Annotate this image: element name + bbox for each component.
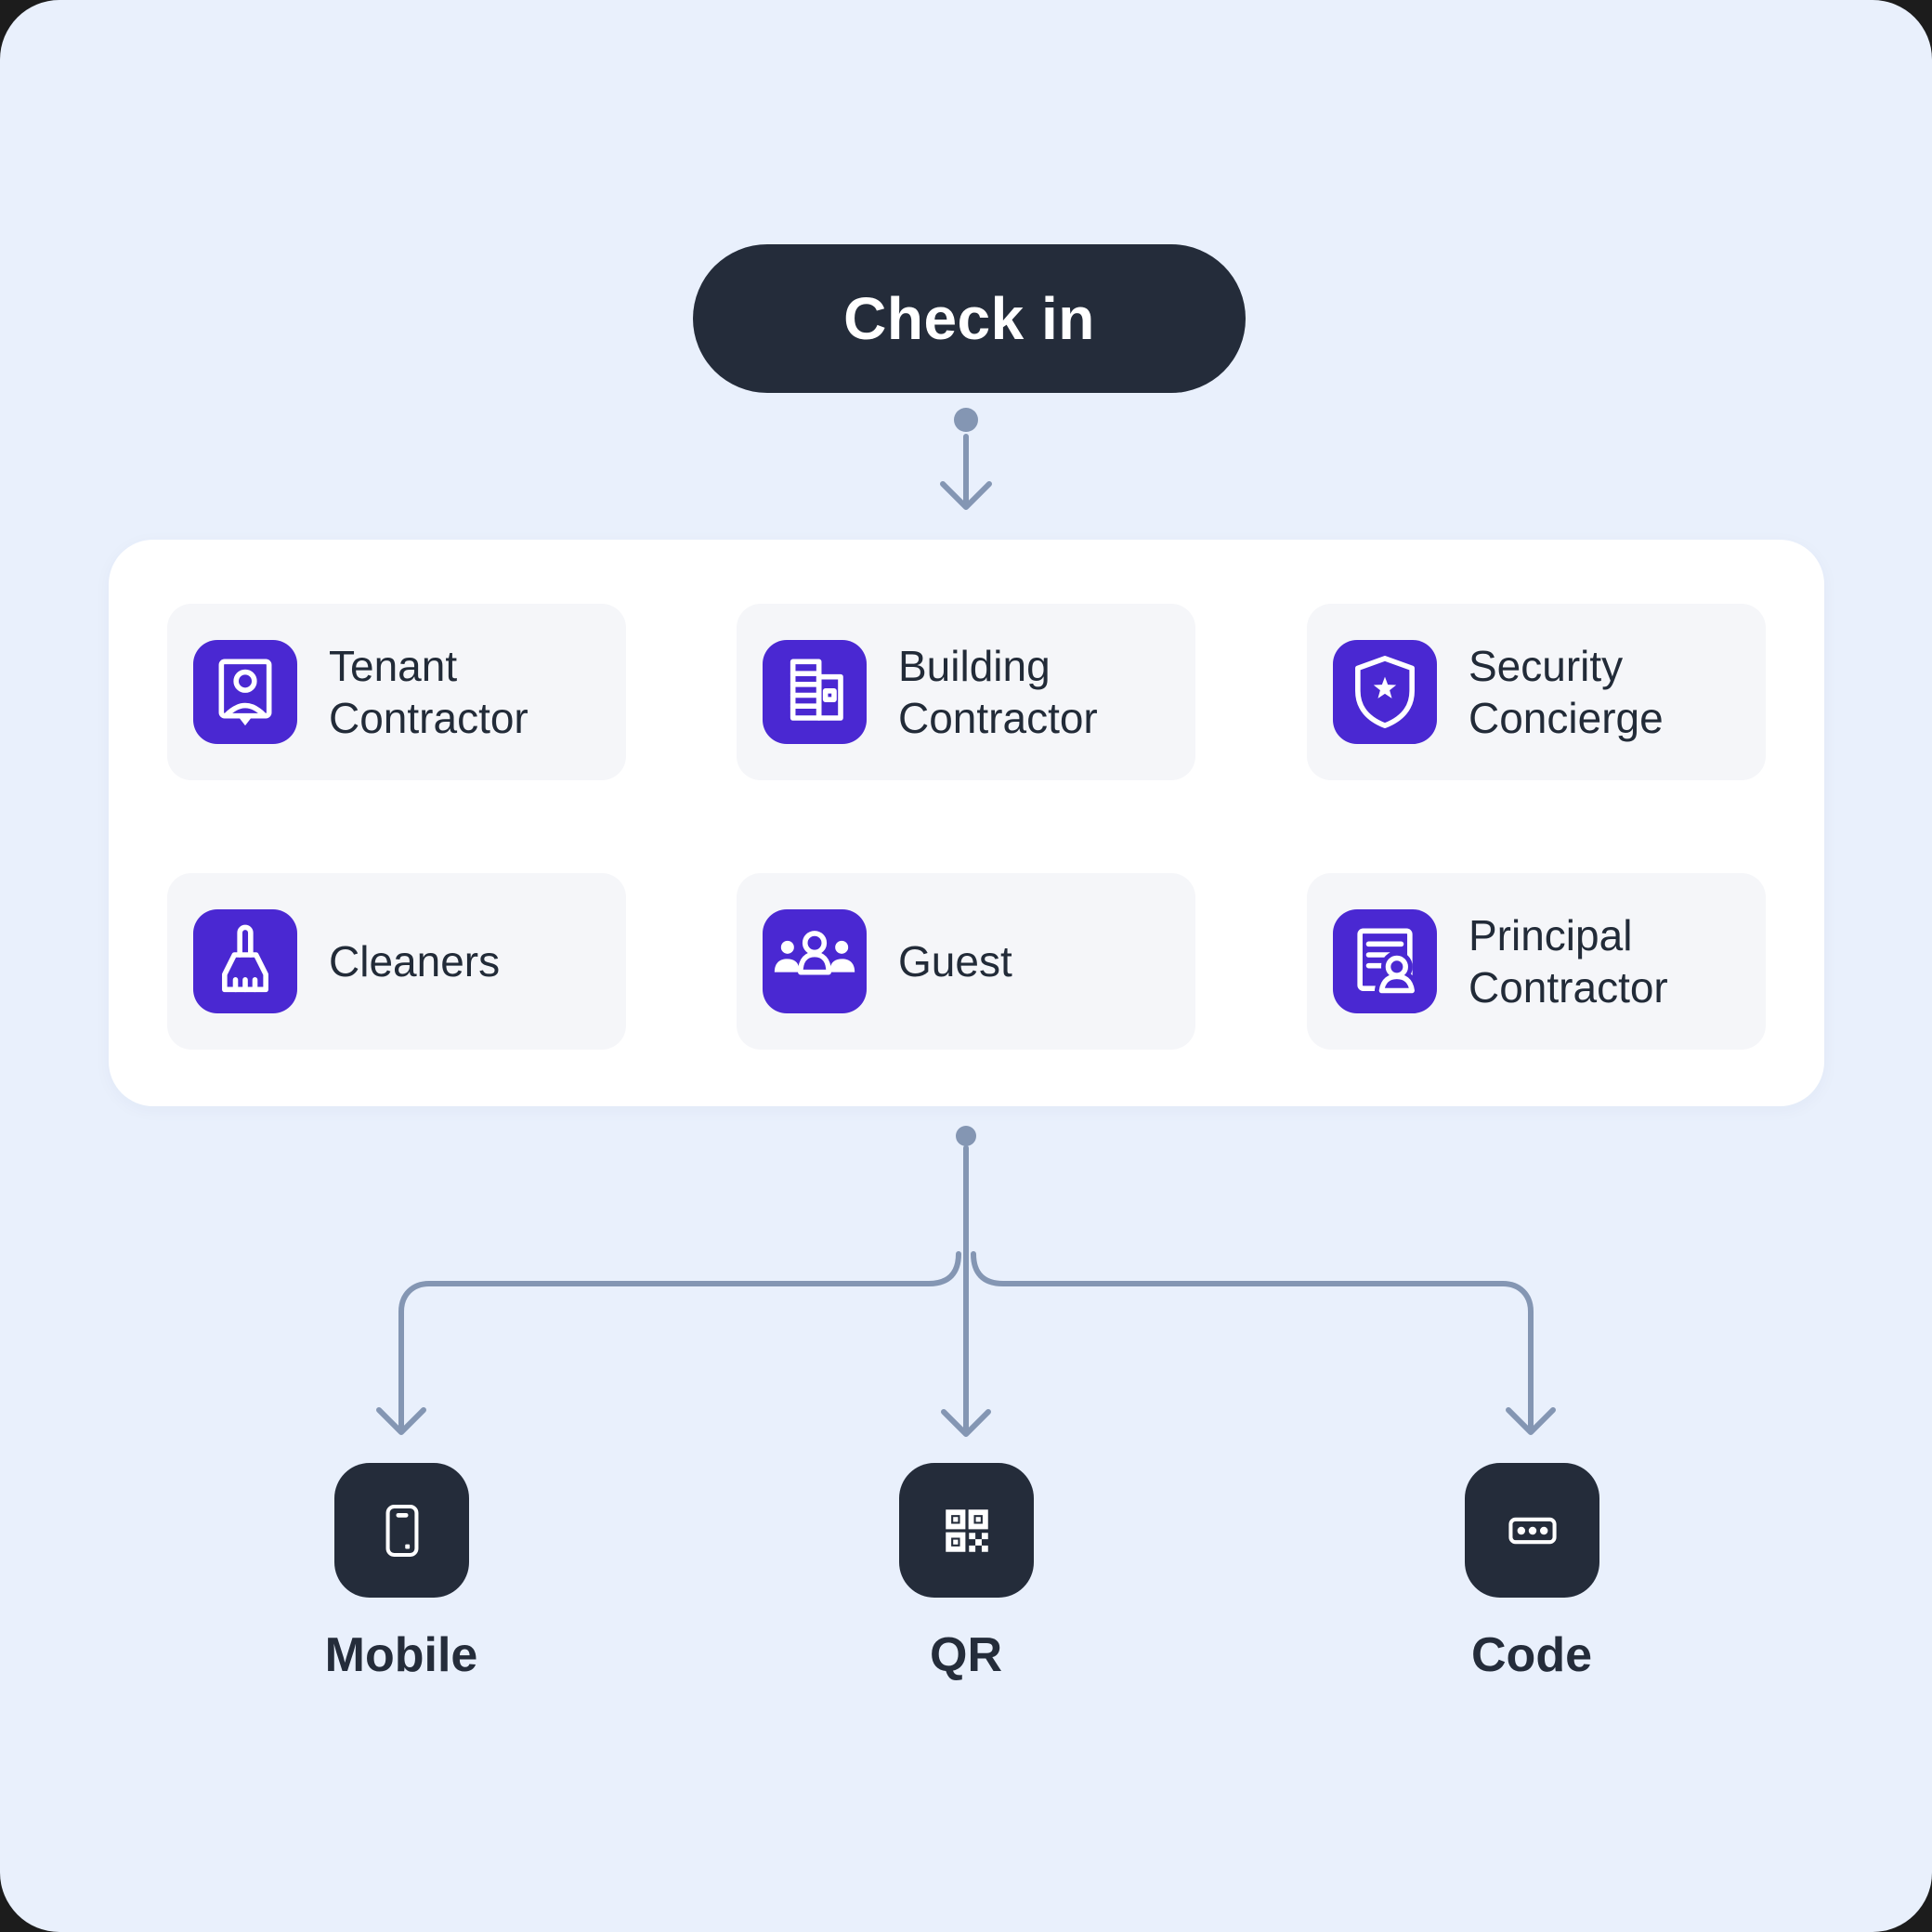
connector-right-branch [971,1251,1534,1429]
connector-dot-top [954,408,978,432]
role-card-building-contractor: Building Contractor [737,604,1195,780]
role-card-principal-contractor: Principal Contractor [1307,873,1766,1050]
method-label-mobile: Mobile [324,1628,478,1682]
check-in-node: Check in [693,244,1246,393]
connector-left-arrowhead [376,1407,426,1435]
role-card-tenant-contractor: Tenant Contractor [167,604,626,780]
connector-top-arrowhead [940,481,992,510]
shield-star-icon [1333,640,1437,744]
method-label-qr: QR [930,1628,1002,1682]
roles-panel: Tenant Contractor Building Contractor [109,540,1824,1106]
role-card-security-concierge: Security Concierge [1307,604,1766,780]
role-label: Building Contractor [898,642,1098,742]
role-card-guest: Guest [737,873,1195,1050]
role-label: Security Concierge [1469,642,1664,742]
connector-dot-bottom [956,1126,976,1146]
broom-icon [193,909,297,1013]
role-label: Tenant Contractor [329,642,529,742]
connector-center-arrowhead [941,1409,991,1437]
check-in-label: Check in [843,285,1095,352]
role-label: Guest [898,937,1012,986]
connector-left-branch [398,1251,961,1429]
role-card-cleaners: Cleaners [167,873,626,1050]
badge-person-icon [193,640,297,744]
connector-right-arrowhead [1506,1407,1556,1435]
qr-code-icon [899,1463,1034,1598]
role-label: Cleaners [329,937,501,986]
method-label-code: Code [1471,1628,1592,1682]
passcode-icon [1465,1463,1599,1598]
smartphone-icon [334,1463,469,1598]
building-icon [763,640,867,744]
people-group-icon [763,909,867,1013]
role-label: Principal Contractor [1469,911,1668,1012]
document-person-icon [1333,909,1437,1013]
